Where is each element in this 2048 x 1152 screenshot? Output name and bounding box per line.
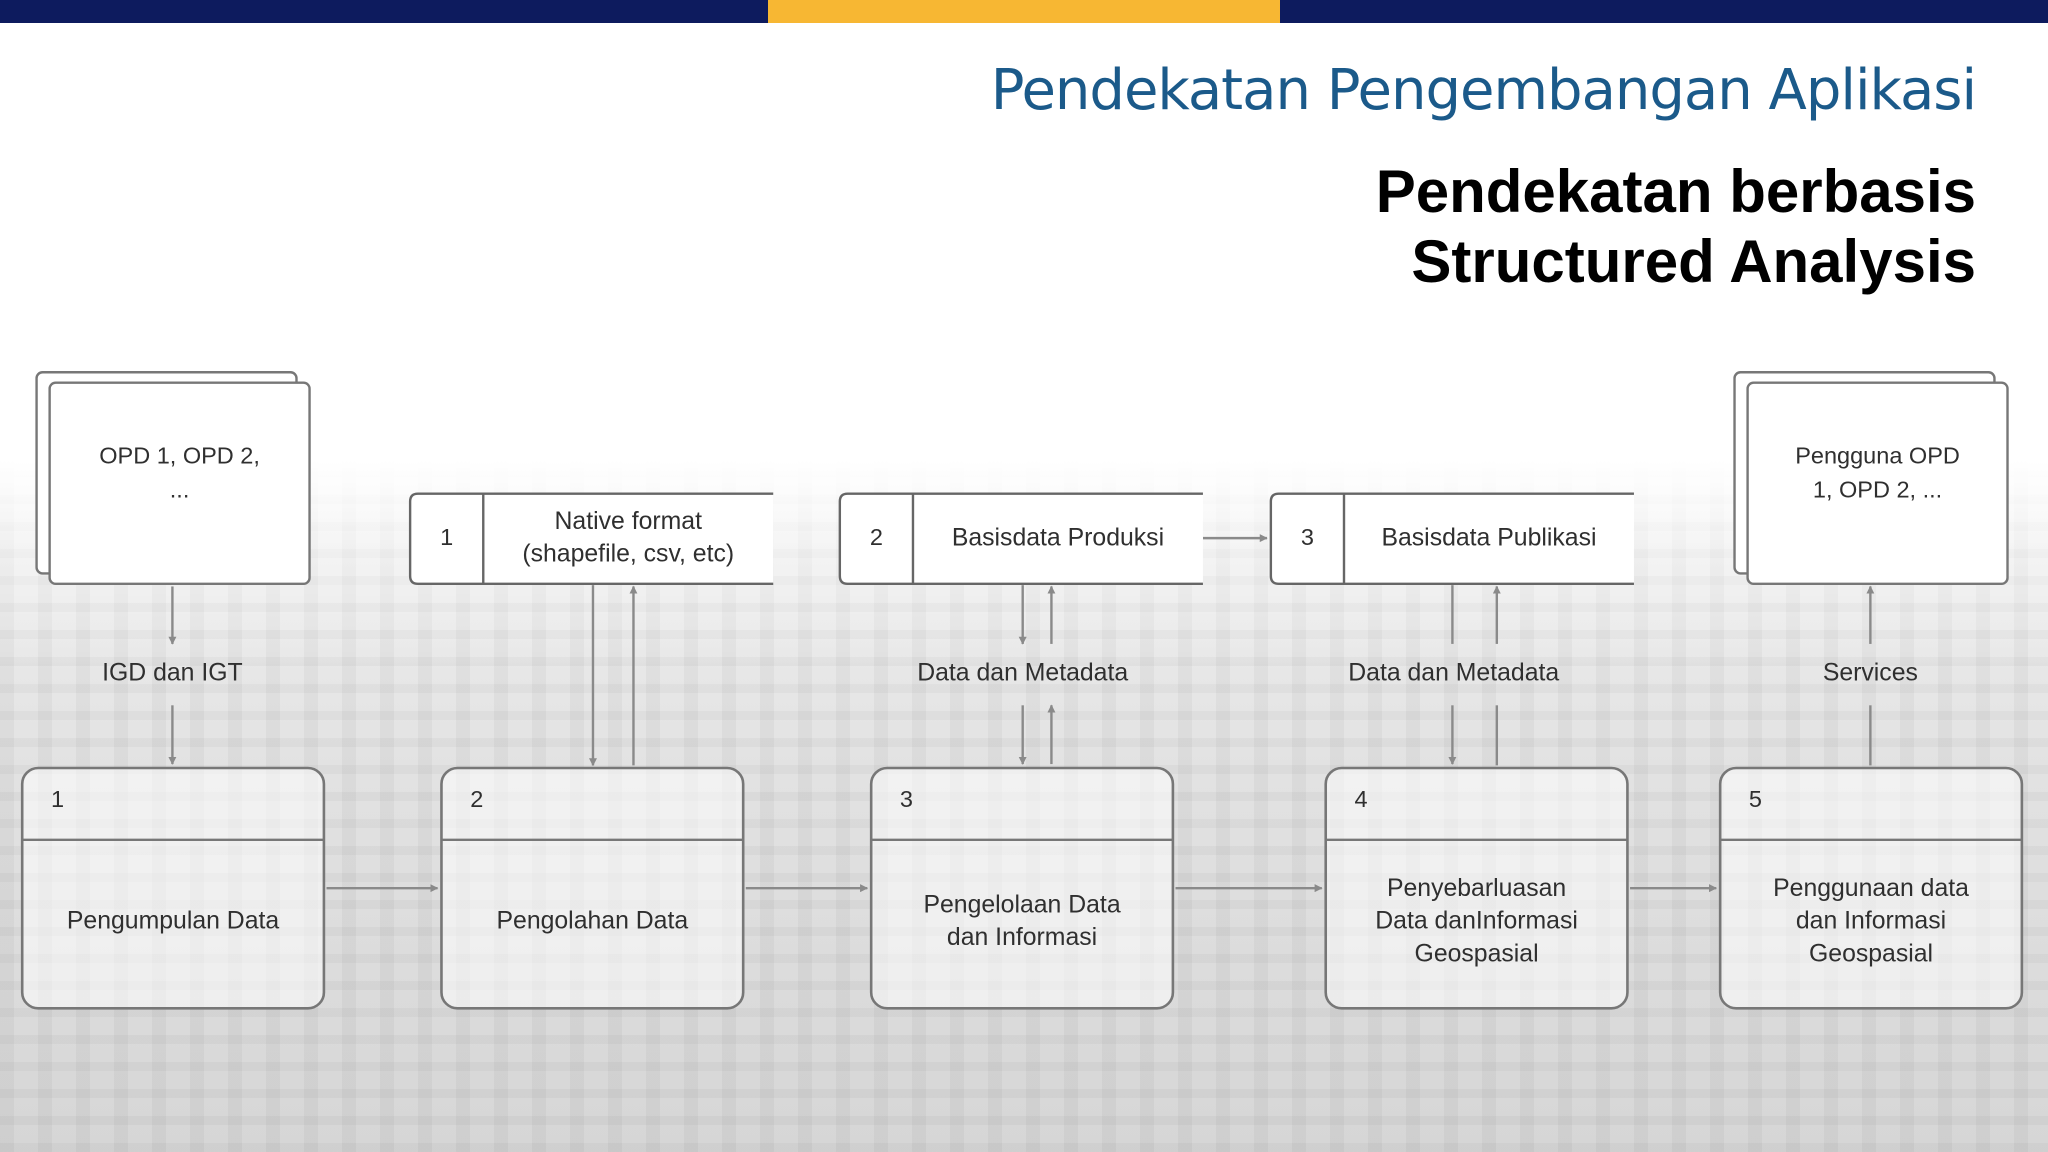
external-entity-2-label-line-1: Pengguna OPD	[1795, 442, 1960, 468]
process-4-label-line-3: Geospasial	[1415, 940, 1539, 967]
flow-label-data-metadata-1: Data dan Metadata	[917, 660, 1128, 687]
top-bar-navy-left	[0, 0, 768, 23]
data-store-2-label-line-1: Basisdata Produksi	[952, 524, 1164, 551]
process-4-id: 4	[1354, 786, 1367, 812]
process-5-label-line-2: dan Informasi	[1796, 908, 1946, 935]
external-entity-1-label-line-2: ...	[170, 476, 190, 502]
data-store-3-label-line-1: Basisdata Publikasi	[1381, 524, 1596, 551]
slide-title-line-2: Structured Analysis	[1411, 228, 1976, 295]
process-5-id: 5	[1749, 786, 1762, 812]
slide-subtitle: Pendekatan Pengembangan Aplikasi	[990, 58, 1977, 123]
process-frame	[440, 766, 745, 1010]
process-1-id: 1	[51, 786, 64, 812]
data-store-3-id: 3	[1301, 524, 1314, 550]
diagram-shapes: OPD 1, OPD 2,... Pengguna OPD 1, OPD 2, ..…	[20, 371, 2024, 1010]
flow-label-services: Services	[1823, 660, 1918, 687]
process-1-label-line-1: Pengumpulan Data	[67, 908, 280, 935]
data-store-1-id: 1	[440, 524, 453, 550]
process-2-label-line-1: Pengolahan Data	[496, 908, 688, 935]
external-entity-1-label-line-1: OPD 1, OPD 2,	[99, 442, 260, 468]
top-bar-gold	[768, 0, 1280, 23]
process-5-label-line-3: Geospasial	[1809, 940, 1933, 967]
data-store-frame	[408, 492, 774, 586]
data-store-1-label-line-1: Native format	[555, 508, 703, 535]
flow-label-igd-igt: IGD dan IGT	[102, 660, 243, 687]
process-3-label-line-2: dan Informasi	[947, 924, 1097, 951]
data-store-frame	[838, 492, 1203, 586]
process-frame	[1324, 766, 1629, 1010]
process-3-label-line-1: Pengelolaan Data	[923, 891, 1120, 918]
slide-title-line-1: Pendekatan berbasis	[1375, 158, 1976, 225]
process-4-label-line-1: Penyebarluasan	[1387, 875, 1566, 902]
external-entity-frame	[48, 381, 311, 586]
process-3-id: 3	[900, 786, 913, 812]
data-store-1-label-line-2: (shapefile, csv, etc)	[522, 541, 734, 568]
data-store-frame	[1269, 492, 1634, 586]
data-store-2-id: 2	[870, 524, 883, 550]
process-2-id: 2	[470, 786, 483, 812]
external-entity-2-label-line-2: 1, OPD 2, ...	[1813, 476, 1942, 502]
flow-label-data-metadata-2: Data dan Metadata	[1348, 660, 1559, 687]
data-store-2: 2 Basisdata Produksi	[838, 492, 1203, 586]
process-4-label-line-2: Data danInformasi	[1375, 908, 1578, 935]
external-entity-frame	[1746, 381, 2009, 586]
process-frame	[869, 766, 1175, 1010]
data-store-1: 1 Native format (shapefile, csv, etc)	[408, 492, 774, 586]
data-store-3: 3 Basisdata Publikasi	[1269, 492, 1634, 586]
top-accent-bar	[0, 0, 2048, 23]
flow-arrows	[168, 534, 1875, 893]
slide-title: Pendekatan berbasis Structured Analysis	[1376, 157, 1976, 297]
top-bar-navy-right	[1280, 0, 2048, 23]
process-5-label-line-1: Penggunaan data	[1773, 875, 1969, 902]
external-entity-1: OPD 1, OPD 2,...	[35, 371, 311, 586]
external-entity-2: Pengguna OPD 1, OPD 2, ...	[1733, 371, 2009, 586]
process-frame	[1718, 766, 2024, 1010]
process-frame	[20, 766, 326, 1010]
